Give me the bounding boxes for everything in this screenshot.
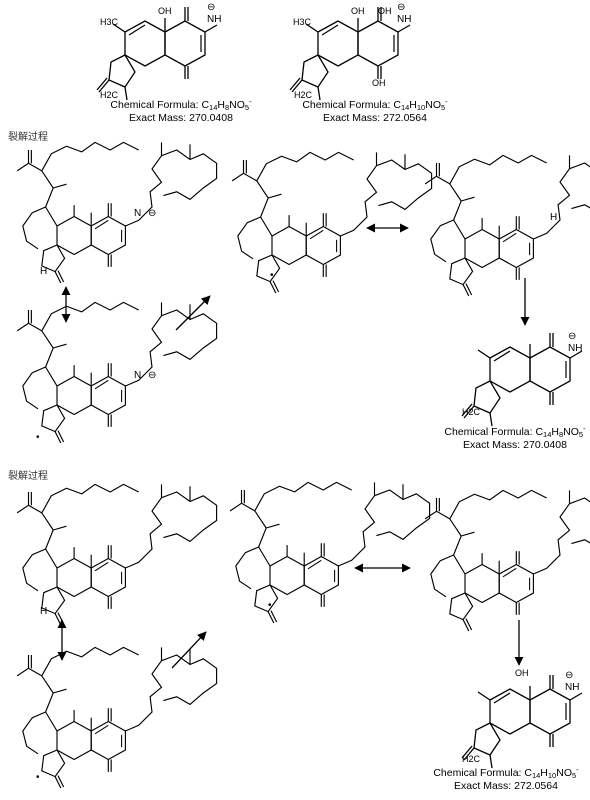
amide-n-label: N (134, 370, 141, 381)
hydroxyl-label: OH (378, 6, 392, 16)
macrocycle-4 (424, 154, 590, 297)
mass-line: Exact Mass: 272.0564 (454, 780, 558, 792)
product-structure-2 (289, 7, 411, 101)
anion-label: ⊖ (207, 2, 215, 13)
methyl-label: H3C (100, 17, 119, 27)
formula-line: Chemical Formula: C14H10NO5- (433, 765, 579, 780)
heading-process-bottom: 裂解过程 (8, 471, 48, 482)
imine-label: NH (397, 14, 411, 25)
hydroxyl-label: OH (515, 668, 529, 678)
h-label: H (550, 212, 557, 223)
macrocycle-8 (424, 489, 590, 632)
methylene-label: H2C (100, 90, 119, 100)
radical-label: • (36, 772, 40, 783)
methylene-label: H2C (462, 407, 481, 417)
mass-line: Exact Mass: 270.0408 (463, 439, 567, 451)
formula-line: Chemical Formula: C14H8NO5- (110, 97, 252, 112)
macrocycle-1 (16, 141, 218, 284)
caption-product-2: Chemical Formula: C14H10NO5- Exact Mass:… (285, 97, 465, 125)
macrocycle-5 (16, 483, 218, 626)
radical-label: • (270, 270, 274, 281)
product-structure-3 (461, 333, 583, 427)
h-label: H (40, 266, 47, 277)
macrocycle-2 (16, 301, 218, 444)
methylene-label: H2C (462, 754, 481, 764)
caption-product-3: Chemical Formula: C14H8NO5- Exact Mass: … (430, 424, 590, 452)
methyl-label: H3C (293, 17, 312, 27)
caption-product-4: Chemical Formula: C14H10NO5- Exact Mass:… (418, 765, 590, 793)
imine-label: NH (568, 343, 582, 354)
hydroxyl-label: OH (351, 6, 365, 16)
macrocycle-7 (229, 481, 431, 624)
imine-label: NH (207, 14, 221, 25)
anion-label: ⊖ (148, 208, 156, 219)
anion-label: ⊖ (568, 331, 576, 342)
methylene-label: H2C (294, 90, 313, 100)
reaction-arrow-top (175, 295, 211, 331)
imine-label: NH (565, 682, 579, 693)
mass-line: Exact Mass: 270.0408 (129, 112, 233, 124)
product-structure-4 (461, 675, 583, 769)
macrocycle-6 (16, 646, 218, 789)
product-structure-1 (96, 7, 218, 101)
radical-label: • (36, 432, 40, 443)
caption-product-1: Chemical Formula: C14H8NO5- Exact Mass: … (96, 97, 266, 125)
formula-line: Chemical Formula: C14H8NO5- (444, 424, 586, 439)
anion-label: ⊖ (148, 370, 156, 381)
hydroxyl-label: OH (158, 6, 172, 16)
formula-line: Chemical Formula: C14H10NO5- (302, 97, 448, 112)
macrocycle-3 (231, 151, 433, 294)
radical-label: • (268, 600, 272, 611)
hydroxyl-label: OH (372, 78, 386, 88)
reaction-arrow-bottom (171, 631, 207, 669)
anion-label: ⊖ (565, 670, 573, 681)
anion-label: ⊖ (397, 2, 405, 13)
amide-n-label: N (134, 208, 141, 219)
heading-process-top: 裂解过程 (8, 132, 48, 143)
mass-line: Exact Mass: 272.0564 (323, 112, 427, 124)
h-label: H (40, 606, 47, 617)
